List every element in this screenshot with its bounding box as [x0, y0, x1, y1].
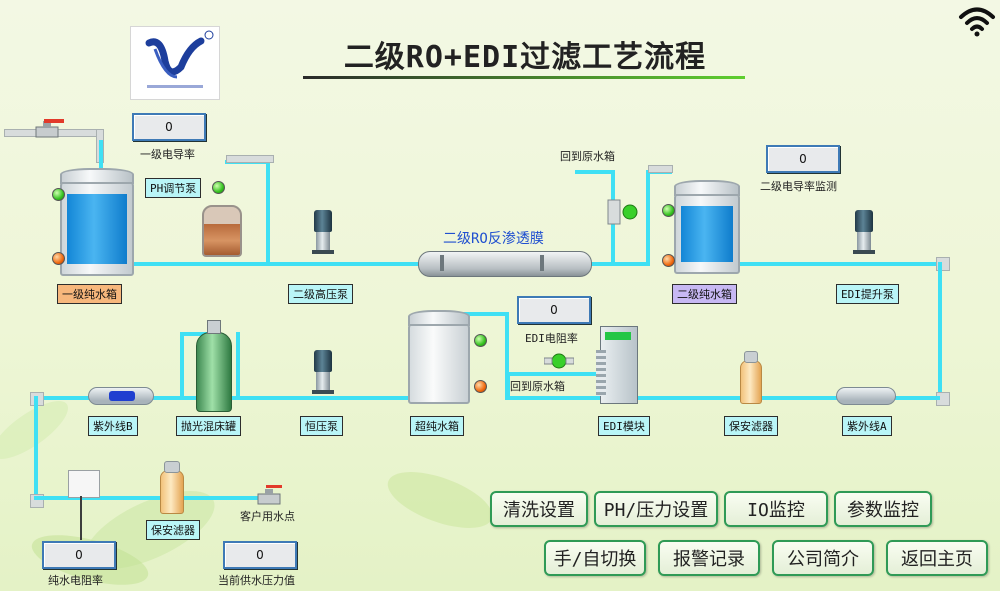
label-safety-filter2: 保安滤器	[146, 520, 200, 540]
ultra-tank-high-lamp	[474, 334, 487, 347]
ph-pressure-settings-button[interactable]: PH/压力设置	[594, 491, 718, 527]
clean-settings-button[interactable]: 清洗设置	[490, 491, 588, 527]
pipe-ro-out	[590, 262, 650, 266]
brand-logo	[130, 26, 220, 100]
pipe-left-down	[34, 396, 38, 500]
page-title: 二级RO+EDI过滤工艺流程	[343, 40, 707, 75]
ph-dosing-tank[interactable]	[202, 205, 242, 257]
label-edi-lift-pump: EDI提升泵	[836, 284, 899, 304]
pipe-ro-up	[646, 170, 650, 264]
cond2-display: 0	[766, 145, 840, 173]
inlet-valve-icon[interactable]	[34, 117, 60, 139]
label-cond1: 一级电导率	[140, 148, 195, 161]
label-tank1: 一级纯水箱	[57, 284, 122, 304]
tank-1[interactable]	[60, 168, 134, 276]
return-valve-1[interactable]	[604, 196, 640, 230]
pipe-polish-top	[180, 332, 210, 336]
cond1-display: 0	[132, 113, 206, 141]
ultra-tank-low-lamp	[474, 380, 487, 393]
pipe-polish-up	[180, 332, 184, 398]
tank1-low-level-lamp	[52, 252, 65, 265]
param-monitor-button[interactable]: 参数监控	[834, 491, 932, 527]
label-polish-tank: 抛光混床罐	[176, 416, 241, 436]
label-pure-resistivity: 纯水电阻率	[48, 574, 103, 587]
pipe-left-row	[35, 396, 435, 400]
label-ph-pump: PH调节泵	[145, 178, 202, 198]
ro-membrane-band	[440, 255, 444, 271]
back-home-button[interactable]: 返回主页	[886, 540, 988, 576]
hp-pump-2[interactable]	[312, 210, 334, 254]
label-return1: 回到原水箱	[560, 150, 615, 163]
pipe-ultra-top	[440, 312, 508, 316]
edi-return-valve[interactable]	[544, 350, 574, 372]
pipe-polish-out	[236, 332, 240, 398]
constant-pressure-pump[interactable]	[312, 350, 334, 394]
alarm-records-button[interactable]: 报警记录	[658, 540, 760, 576]
safety-filter-2[interactable]	[160, 461, 184, 514]
inlet-valve-handle	[44, 119, 64, 123]
ultra-pure-tank[interactable]	[408, 310, 470, 404]
pipe-user-row	[34, 496, 264, 500]
pipe-right-down	[938, 262, 942, 398]
pure-resistivity-display: 0	[42, 541, 116, 569]
user-valve-handle	[266, 485, 282, 488]
edi-lift-pump[interactable]	[853, 210, 875, 254]
polishing-tank[interactable]	[196, 332, 232, 412]
pipe-to-tank2-elbow	[648, 165, 673, 173]
label-ultra-tank: 超纯水箱	[410, 416, 464, 436]
edi-resistivity-display: 0	[517, 296, 591, 324]
tank-2[interactable]	[674, 180, 740, 274]
label-cond2: 二级电导率监测	[760, 180, 837, 193]
pipe-bottom-row	[510, 396, 940, 400]
label-const-pump: 恒压泵	[300, 416, 343, 436]
label-user-point: 客户用水点	[240, 510, 295, 523]
company-intro-button[interactable]: 公司简介	[772, 540, 874, 576]
edi-module-cells	[596, 350, 606, 396]
label-edi-module: EDI模块	[598, 416, 650, 436]
uv-sterilizer-b[interactable]	[88, 387, 154, 405]
label-safety-filter1: 保安滤器	[724, 416, 778, 436]
label-uv-b: 紫外线B	[88, 416, 138, 436]
manual-auto-button[interactable]: 手/自切换	[544, 540, 646, 576]
pipe-edi-return-h	[506, 372, 596, 376]
resistivity-probe-wire	[80, 496, 82, 540]
edi-module-display	[605, 332, 631, 340]
label-uv-a: 紫外线A	[842, 416, 892, 436]
label-edi-resistivity: EDI电阻率	[525, 332, 578, 345]
label-ro2-membrane: 二级RO反渗透膜	[443, 231, 544, 247]
ro-membrane-band	[540, 255, 544, 271]
pipe-ph-elbow	[226, 155, 274, 163]
pipe-tank1-ro	[130, 262, 420, 266]
supply-pressure-display: 0	[223, 541, 297, 569]
user-point-valve[interactable]	[256, 486, 282, 506]
label-supply-pressure: 当前供水压力值	[218, 574, 295, 587]
pipe-return1	[575, 170, 615, 174]
label-tank2: 二级纯水箱	[672, 284, 737, 304]
tank2-low-level-lamp	[662, 254, 675, 267]
uv-sterilizer-a[interactable]	[836, 387, 896, 405]
pipe-tank2-out	[740, 262, 940, 266]
safety-filter-1[interactable]	[740, 351, 762, 404]
title-underline	[303, 76, 745, 79]
polishing-tank-valve	[207, 320, 221, 334]
io-monitor-button[interactable]: IO监控	[724, 491, 828, 527]
resistivity-probe	[68, 470, 100, 498]
inlet-flow	[99, 140, 103, 172]
label-return2: 回到原水箱	[510, 380, 565, 393]
pipe-ph-up	[266, 160, 270, 264]
label-hp-pump2: 二级高压泵	[288, 284, 353, 304]
pipe-ultra-down	[505, 312, 509, 400]
ro-membrane[interactable]	[418, 251, 592, 277]
ph-pump-lamp	[212, 181, 225, 194]
tank2-high-level-lamp	[662, 204, 675, 217]
tank1-high-level-lamp	[52, 188, 65, 201]
wifi-icon	[959, 7, 995, 37]
